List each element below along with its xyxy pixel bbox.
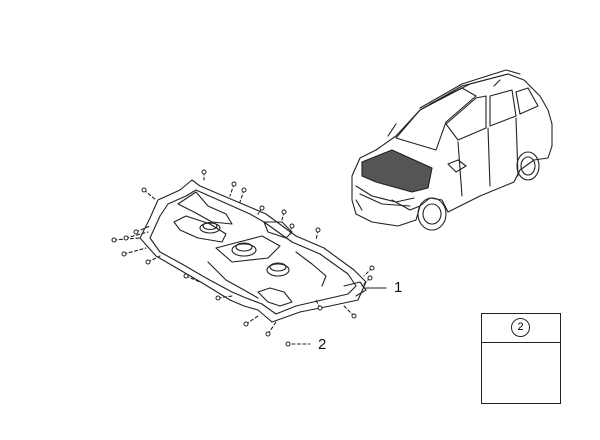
callout-1-label: 1: [394, 279, 403, 296]
vehicle-illustration: [351, 69, 553, 231]
part-detail-inset: 2: [481, 313, 561, 404]
callout-2-label: 2: [318, 336, 327, 353]
inset-part-number: 2: [511, 318, 530, 337]
hood-insulator-pad: [139, 179, 367, 323]
inset-header: 2: [482, 314, 560, 343]
hood-highlight: [361, 149, 433, 193]
